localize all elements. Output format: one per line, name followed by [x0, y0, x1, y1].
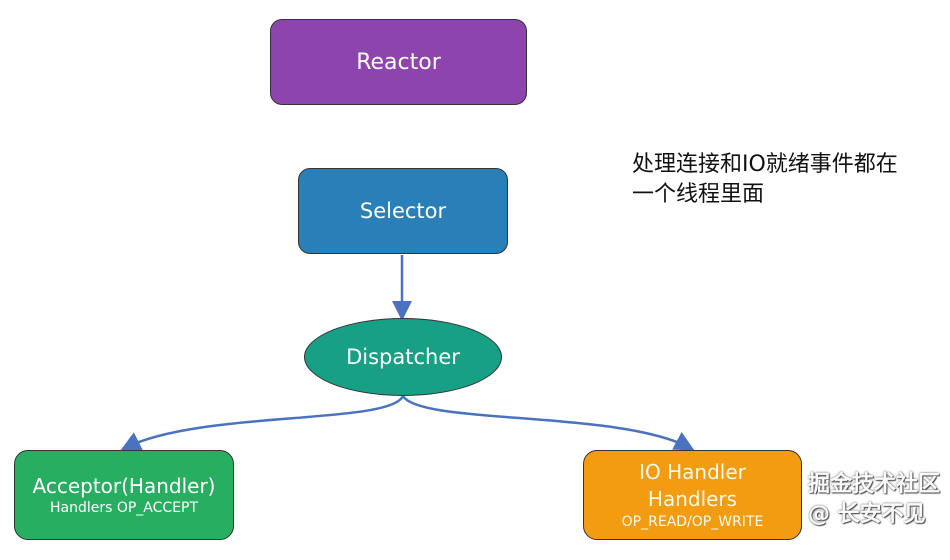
acceptor-node: Acceptor(Handler) Handlers OP_ACCEPT	[14, 450, 234, 540]
reactor-label: Reactor	[356, 49, 441, 75]
io-handler-node: IO Handler Handlers OP_READ/OP_WRITE	[583, 450, 802, 540]
dispatcher-node: Dispatcher	[304, 318, 502, 396]
note-line-1: 处理连接和IO就绪事件都在	[632, 152, 898, 177]
note-text: 处理连接和IO就绪事件都在 一个线程里面	[632, 150, 898, 210]
note-line-2: 一个线程里面	[632, 182, 765, 207]
acceptor-subtitle: Handlers OP_ACCEPT	[49, 500, 199, 516]
acceptor-title: Acceptor(Handler)	[32, 474, 216, 498]
io-handler-title: IO Handler	[639, 460, 746, 484]
arrow-dispatcher-acceptor	[120, 395, 405, 451]
reactor-node: Reactor	[270, 19, 527, 105]
selector-label: Selector	[359, 199, 447, 223]
watermark: 掘金技术社区 @ 长安不见	[808, 472, 941, 527]
selector-node: Selector	[298, 168, 508, 254]
dispatcher-label: Dispatcher	[346, 345, 460, 369]
io-handler-line3: OP_READ/OP_WRITE	[621, 514, 764, 530]
io-handler-line2: Handlers	[647, 487, 738, 511]
arrow-dispatcher-io	[401, 395, 695, 451]
